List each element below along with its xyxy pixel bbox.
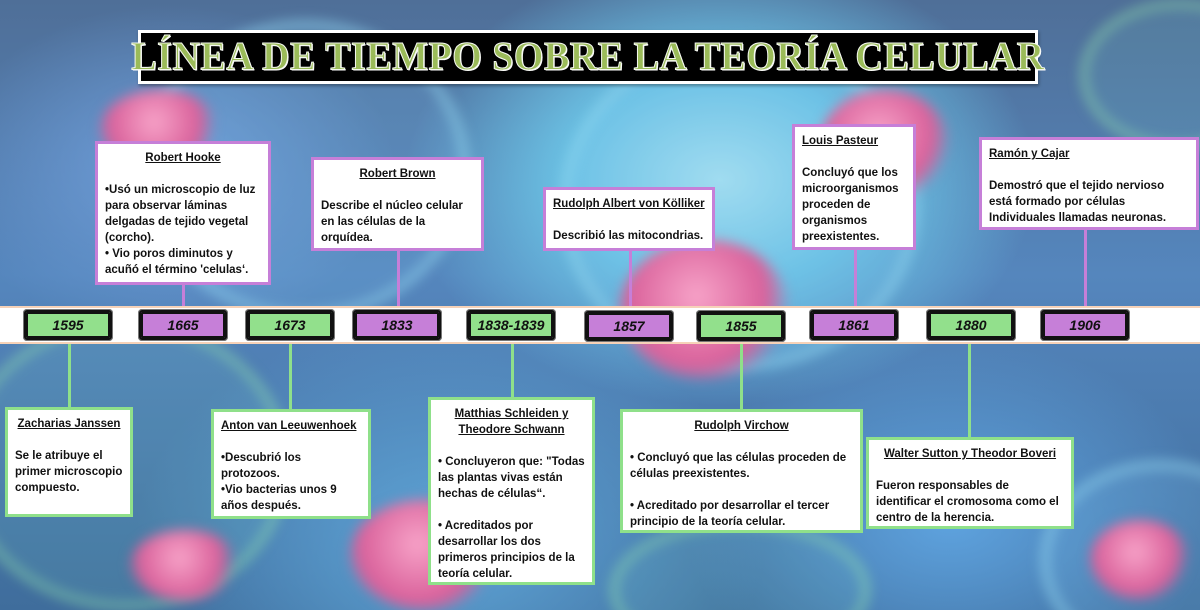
- event-description: Concluyó que los microorganismos procede…: [802, 167, 899, 243]
- event-description: • Concluyó que las células proceden de c…: [630, 452, 847, 480]
- year-marker-1855: 1855: [696, 310, 786, 342]
- event-description: • Acreditados por desarrollar los dos pr…: [438, 520, 575, 580]
- cell-nucleus-shape: [1090, 520, 1190, 600]
- cell-shape: [610, 520, 870, 610]
- event-description: Describió las mitocondrias.: [553, 230, 704, 242]
- year-marker-1838-1839: 1838-1839: [466, 309, 556, 341]
- connector-schleiden: [511, 342, 514, 398]
- event-name: Matthias Schleiden y Theodore Schwann: [454, 408, 569, 436]
- connector-virchow: [740, 342, 743, 410]
- event-description: •Vio bacterias unos 9 años después.: [221, 484, 337, 512]
- connector-pasteur: [854, 249, 857, 308]
- year-marker-1880: 1880: [926, 309, 1016, 341]
- event-card-leeuwenhoek: Anton van Leeuwenhoek •Descubrió los pro…: [211, 409, 371, 519]
- event-card-kolliker: Rudolph Albert von Kölliker Describió la…: [543, 187, 715, 251]
- cell-shape: [1080, 0, 1200, 150]
- connector-cajar: [1084, 228, 1087, 308]
- connector-brown: [397, 250, 400, 308]
- connector-hooke: [182, 283, 185, 308]
- event-description: • Acreditado por desarrollar el tercer p…: [630, 500, 830, 528]
- year-marker-1833: 1833: [352, 309, 442, 341]
- event-card-virchow: Rudolph Virchow • Concluyó que las célul…: [620, 409, 863, 533]
- event-card-schleiden: Matthias Schleiden y Theodore Schwann • …: [428, 397, 595, 585]
- event-card-sutton: Walter Sutton y Theodor Boveri Fueron re…: [866, 437, 1074, 529]
- event-description: •Usó un microscopio de luz para observar…: [105, 184, 256, 244]
- year-marker-1906: 1906: [1040, 309, 1130, 341]
- event-card-pasteur: Louis Pasteur Concluyó que los microorga…: [792, 124, 916, 250]
- connector-janssen: [68, 342, 71, 408]
- event-card-brown: Robert Brown Describe el núcleo celular …: [311, 157, 484, 251]
- event-name: Louis Pasteur: [802, 135, 879, 147]
- event-description: Demostró que el tejido nervioso está for…: [989, 180, 1167, 224]
- connector-leeuwenhoek: [289, 342, 292, 410]
- event-name: Robert Hooke: [145, 152, 221, 164]
- year-marker-1673: 1673: [245, 309, 335, 341]
- year-marker-1665: 1665: [138, 309, 228, 341]
- connector-sutton: [968, 342, 971, 439]
- year-marker-1857: 1857: [584, 310, 674, 342]
- event-description: Fueron responsables de identificar el cr…: [876, 480, 1059, 524]
- year-marker-1861: 1861: [809, 309, 899, 341]
- event-description: •Descubrió los protozoos.: [221, 452, 302, 480]
- event-description: • Concluyeron que: "Todas las plantas vi…: [438, 456, 585, 500]
- cell-nucleus-shape: [130, 530, 240, 600]
- event-name: Zacharias Janssen: [17, 418, 121, 430]
- event-description: Describe el núcleo celular en las célula…: [321, 200, 463, 244]
- event-name: Anton van Leeuwenhoek: [221, 420, 357, 432]
- event-name: Rudolph Virchow: [694, 420, 789, 432]
- event-card-cajar: Ramón y Cajar Demostró que el tejido ner…: [979, 137, 1199, 230]
- event-name: Ramón y Cajar: [989, 148, 1070, 160]
- connector-kolliker: [629, 250, 632, 308]
- page-title: LÍNEA DE TIEMPO SOBRE LA TEORÍA CELULAR: [131, 34, 1045, 80]
- year-marker-1595: 1595: [23, 309, 113, 341]
- title-banner: LÍNEA DE TIEMPO SOBRE LA TEORÍA CELULAR: [131, 30, 1045, 84]
- event-description: Se le atribuye el primer microscopio com…: [15, 450, 123, 494]
- event-card-hooke: Robert Hooke •Usó un microscopio de luz …: [95, 141, 271, 285]
- event-name: Walter Sutton y Theodor Boveri: [883, 448, 1057, 460]
- event-name: Rudolph Albert von Kölliker: [553, 198, 705, 210]
- event-description: • Vio poros diminutos y acuñó el término…: [105, 248, 249, 276]
- event-card-janssen: Zacharias Janssen Se le atribuye el prim…: [5, 407, 133, 517]
- event-name: Robert Brown: [359, 168, 436, 180]
